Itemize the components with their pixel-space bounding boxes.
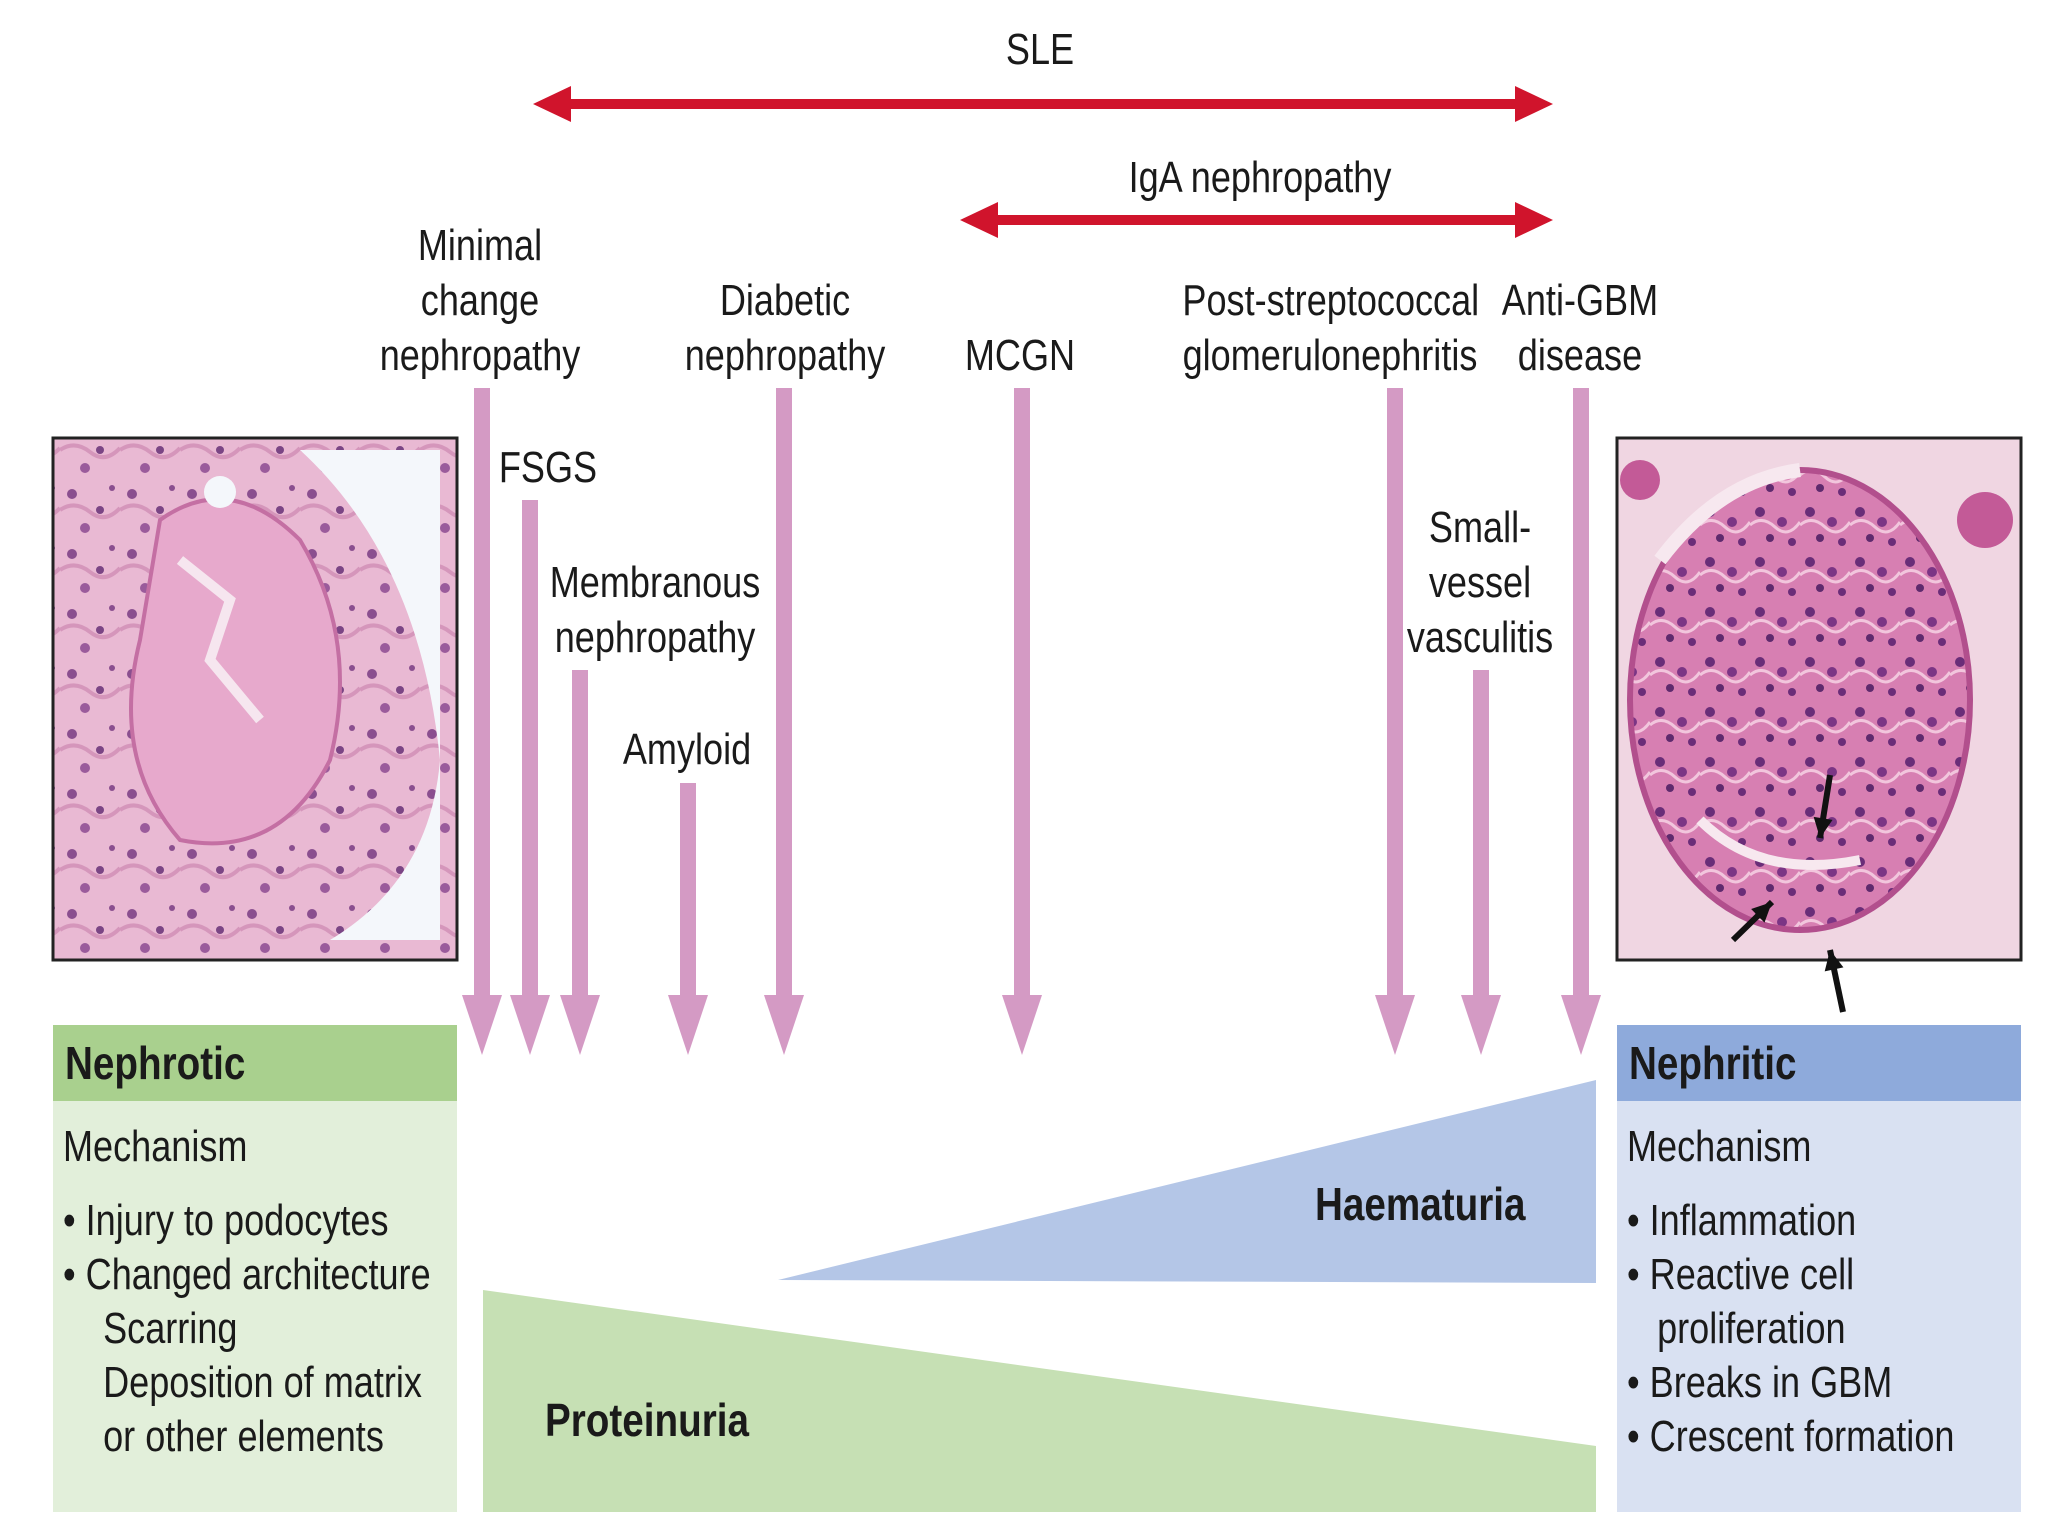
pointer-arrow-2-head — [1751, 902, 1772, 923]
minimal-change-label: Minimal change nephropathy — [379, 221, 581, 380]
sle-label: SLE — [1005, 25, 1075, 74]
membranous-arrow — [560, 670, 600, 1055]
nephritic-title: Nephritic — [1629, 1037, 1797, 1089]
membranous-label: Membranous nephropathy — [549, 558, 761, 662]
nephritic-body: Mechanism • Inflammation• Reactive cell … — [1617, 1101, 2021, 1512]
nephrotic-mechanism-heading: Mechanism — [63, 1122, 248, 1171]
proteinuria-wedge — [483, 1290, 1596, 1512]
pointer-arrow-3-head — [1824, 950, 1844, 972]
nephrotic-header: Nephrotic — [53, 1025, 457, 1101]
nephritic-mechanism-item: • Breaks in GBM — [1627, 1358, 1893, 1407]
small-vessel-vasculitis-label: Small- vessel vasculitis — [1406, 503, 1554, 662]
amyloid-arrow — [668, 783, 708, 1055]
nephrotic-mechanism-item: Deposition of matrix — [63, 1358, 422, 1407]
nephrotic-title: Nephrotic — [65, 1037, 246, 1089]
haematuria-label: Haematuria — [1315, 1178, 1526, 1230]
nephritic-header: Nephritic — [1617, 1025, 2021, 1101]
nephritic-mechanism-heading: Mechanism — [1627, 1122, 1812, 1171]
post-streptococcal-arrow — [1375, 388, 1415, 1055]
nephrotic-mechanism-item: • Injury to podocytes — [63, 1196, 389, 1245]
nephritic-mechanism-item: • Inflammation — [1627, 1196, 1857, 1245]
anti-gbm-arrow — [1561, 388, 1601, 1055]
proteinuria-label: Proteinuria — [545, 1394, 749, 1446]
fsgs-label: FSGS — [498, 443, 598, 492]
nephritic-mechanism-item: • Reactive cell — [1627, 1250, 1855, 1299]
histology-nephrotic-image — [51, 436, 459, 962]
nephrotic-mechanism-item: Scarring — [63, 1304, 238, 1353]
mcgn-label: MCGN — [964, 331, 1076, 380]
amyloid-label: Amyloid — [622, 725, 752, 774]
anti-gbm-label: Anti-GBM disease — [1501, 276, 1659, 380]
nephritic-mechanism-item: • Crescent formation — [1627, 1412, 1955, 1461]
minimal-change-arrow — [462, 388, 502, 1055]
post-streptococcal-label: Post-streptococcal glomerulonephritis — [1182, 276, 1480, 380]
nephrotic-mechanism-item: • Changed architecture — [63, 1250, 431, 1299]
haematuria-wedge — [778, 1080, 1596, 1283]
nephrotic-mechanism-item: or other elements — [63, 1412, 384, 1461]
mcgn-arrow — [1002, 388, 1042, 1055]
fsgs-arrow — [510, 500, 550, 1055]
diabetic-label: Diabetic nephropathy — [684, 276, 886, 380]
small-vessel-arrow — [1461, 670, 1501, 1055]
histology-nephritic-image — [1615, 436, 2023, 962]
nephritic-mechanism-item: proliferation — [1627, 1304, 1846, 1353]
pointer-arrow-1-head — [1813, 816, 1833, 838]
iga-nephropathy-label: IgA nephropathy — [1128, 153, 1392, 202]
nephrotic-body: Mechanism • Injury to podocytes • Changed… — [53, 1101, 457, 1512]
histology-pointer-arrows — [1730, 774, 1846, 1013]
sle-range-arrow — [533, 86, 1553, 122]
iga-range-arrow — [960, 202, 1553, 238]
diabetic-arrow — [764, 388, 804, 1055]
